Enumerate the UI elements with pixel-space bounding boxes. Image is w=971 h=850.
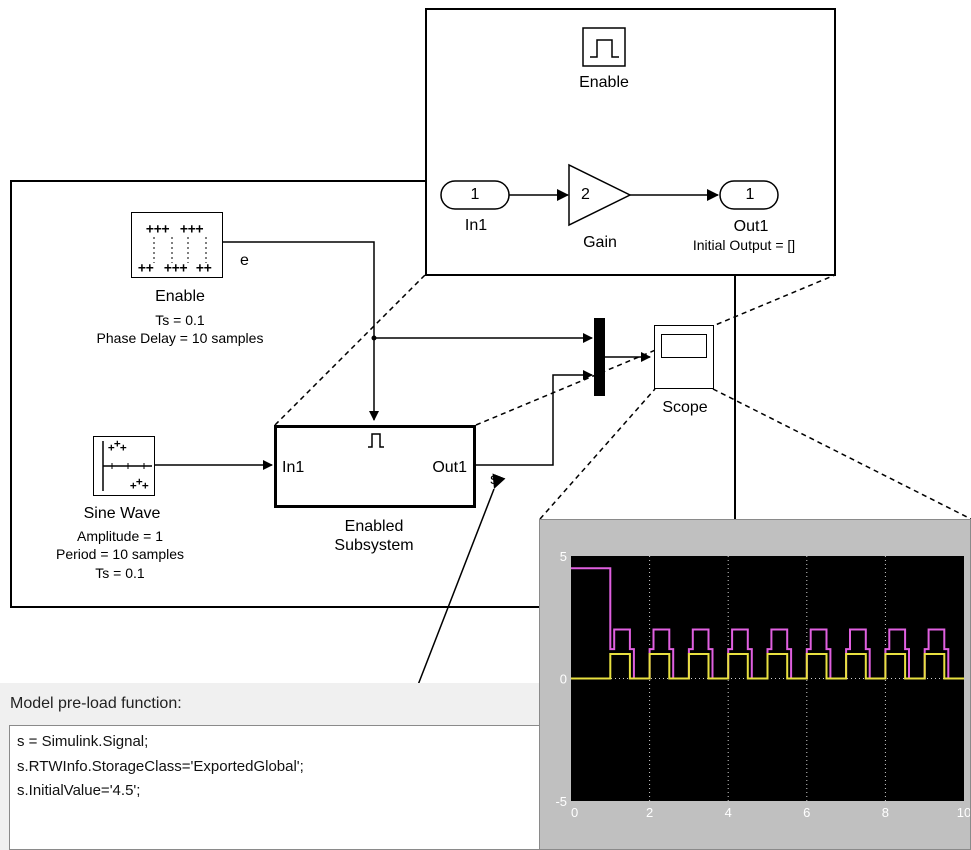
sine-wave-amplitude: Amplitude = 1 [77, 528, 163, 544]
enable-source-phase: Phase Delay = 10 samples [96, 330, 264, 346]
subsystem-label-line1: Enabled [344, 518, 404, 535]
code-line: s.InitialValue='4.5'; [17, 782, 141, 799]
subsystem-out-label: Out1 [432, 459, 467, 476]
x-tick-label: 0 [571, 805, 578, 820]
sine-wave-label: Sine Wave [83, 505, 161, 522]
sine-wave-period: Period = 10 samples [55, 546, 185, 562]
output-signal-line [476, 370, 593, 466]
sine-wave-block[interactable]: +++ +++ [93, 436, 155, 496]
sine-wave-ts: Ts = 0.1 [95, 565, 145, 581]
gain-value: 2 [581, 186, 590, 203]
scope-plot: 0 2 4 6 8 10 5 0 -5 [555, 549, 971, 820]
svg-text:+++: +++ [164, 261, 188, 276]
y-tick-label: 0 [560, 672, 567, 687]
scope-label: Scope [662, 399, 708, 416]
svg-text:++: ++ [138, 261, 154, 276]
svg-text:+++: +++ [146, 222, 170, 237]
enable-signal-name: e [240, 252, 249, 269]
subsystem-in-label: In1 [282, 459, 305, 476]
inport-label: In1 [464, 217, 488, 234]
preload-title: Model pre-load function: [10, 695, 182, 712]
outport-param: Initial Output = [] [692, 237, 796, 253]
scope-output-window: 0 2 4 6 8 10 5 0 -5 [539, 519, 971, 850]
svg-text:+: + [108, 441, 115, 454]
enable-port-label: Enable [579, 74, 629, 91]
enable-source-label: Enable [155, 288, 205, 305]
preload-code-textarea[interactable]: s = Simulink.Signal; s.RTWInfo.StorageCl… [9, 725, 540, 850]
y-tick-label: -5 [555, 794, 567, 809]
inport-number: 1 [470, 186, 480, 203]
subsystem-label-line2: Subsystem [334, 537, 414, 554]
enable-source-block[interactable]: ++++++ +++++++ [131, 212, 223, 278]
svg-text:+: + [142, 479, 149, 492]
subsystem-frame [425, 8, 836, 276]
x-tick-label: 2 [646, 805, 653, 820]
series-line [571, 653, 964, 680]
x-tick-label: 10 [957, 805, 970, 820]
output-signal-name: s [490, 471, 498, 488]
enabled-subsystem-block[interactable]: In1 Out1 [274, 425, 476, 508]
sine-wave-icon: +++ +++ [102, 437, 152, 492]
gain-label: Gain [583, 234, 617, 251]
enable-pulse-icon [368, 433, 384, 448]
outport-label: Out1 [733, 218, 769, 235]
code-line: s = Simulink.Signal; [17, 733, 149, 750]
svg-text:+: + [136, 475, 143, 488]
svg-text:+: + [120, 441, 127, 454]
y-tick-label: 5 [560, 549, 567, 564]
preload-panel: Model pre-load function: s = Simulink.Si… [0, 683, 540, 850]
pulse-pattern-icon: ++++++ +++++++ [138, 222, 212, 276]
enable-source-ts: Ts = 0.1 [155, 312, 205, 328]
svg-text:+: + [130, 479, 137, 492]
svg-text:++: ++ [196, 261, 212, 276]
svg-text:+: + [114, 437, 121, 450]
x-tick-label: 4 [725, 805, 732, 820]
code-line: s.RTWInfo.StorageClass='ExportedGlobal'; [17, 758, 304, 775]
mux-block [594, 318, 605, 396]
enable-signal-line [223, 241, 379, 421]
svg-text:+++: +++ [180, 222, 204, 237]
x-tick-label: 8 [882, 805, 889, 820]
series-line [571, 567, 964, 680]
outport-number: 1 [745, 186, 755, 203]
scope-screen-icon [661, 334, 707, 358]
scope-block[interactable] [654, 325, 714, 389]
x-tick-label: 6 [803, 805, 810, 820]
